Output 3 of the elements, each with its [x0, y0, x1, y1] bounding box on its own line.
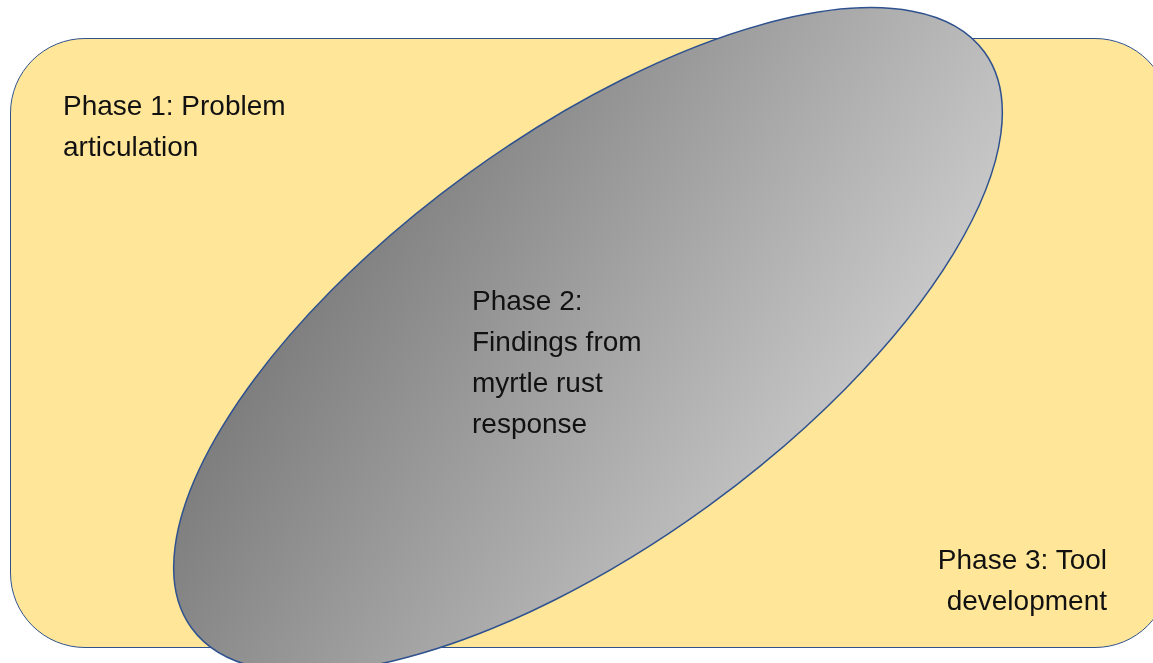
phase-label: Phase 2: Findings from myrtle rust response [472, 284, 643, 441]
phase-label: Phase 3: Tool development [936, 543, 1107, 618]
phase-label: Phase 1: Problem articulation [63, 89, 287, 164]
